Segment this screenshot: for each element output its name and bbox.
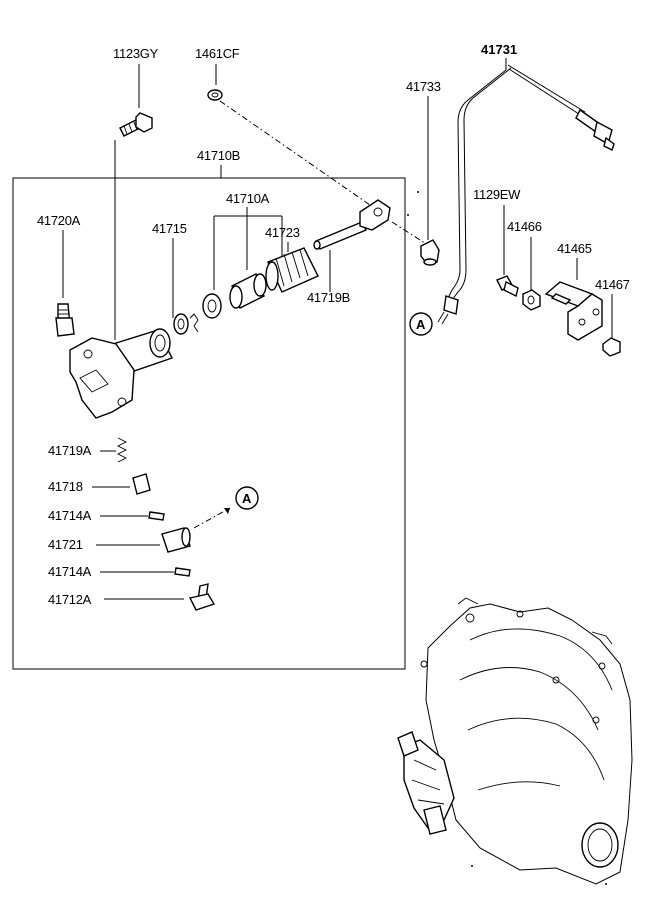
sleeve-41721 xyxy=(96,507,231,553)
seal-ring-41715 xyxy=(172,238,199,335)
label-41710B: 41710B xyxy=(197,148,240,163)
label-1123GY: 1123GY xyxy=(113,46,159,61)
label-41720A: 41720A xyxy=(37,213,81,228)
label-41714A-lower: 41714A xyxy=(48,564,92,579)
release-cylinder-body xyxy=(69,328,173,419)
label-41465: 41465 xyxy=(557,241,592,256)
label-41731: 41731 xyxy=(481,42,517,57)
label-41719B: 41719B xyxy=(307,290,350,305)
label-41719A: 41719A xyxy=(48,443,92,458)
label-41715: 41715 xyxy=(152,221,187,236)
assembly-frame-41710B xyxy=(12,165,419,670)
bolt-41712A xyxy=(104,583,216,611)
bleeder-cap-41733 xyxy=(420,96,440,266)
callout-a-hose-letter: A xyxy=(416,317,426,332)
pin-41714A-upper xyxy=(100,511,165,521)
clutch-hose-41731 xyxy=(437,58,615,325)
piston-cup xyxy=(202,293,222,319)
bolt-41467 xyxy=(602,294,621,357)
cap-41718 xyxy=(92,473,151,495)
pin-41714A-lower xyxy=(100,567,191,577)
callout-a-hose: A xyxy=(409,312,433,336)
label-41467: 41467 xyxy=(595,277,630,292)
bolt-1129EW xyxy=(496,205,519,298)
callout-a-sleeve: A xyxy=(235,486,259,510)
bleeder-screw-41720A xyxy=(55,230,75,337)
label-41733: 41733 xyxy=(406,79,441,94)
piston xyxy=(229,273,267,309)
label-41723: 41723 xyxy=(265,225,300,240)
label-41710A: 41710A xyxy=(226,191,270,206)
label-41466: 41466 xyxy=(507,219,542,234)
clip-1461CF xyxy=(207,64,371,206)
transmission-housing-illustration xyxy=(397,597,633,885)
bolt-1123GY xyxy=(114,64,153,340)
bracket-41465 xyxy=(544,258,603,341)
label-41718: 41718 xyxy=(48,479,83,494)
spring-41719A xyxy=(100,437,128,463)
kit-bracket-41710A xyxy=(213,207,283,290)
label-41721: 41721 xyxy=(48,537,83,552)
push-rod-41719B xyxy=(313,199,429,292)
nut-41466 xyxy=(522,237,541,311)
label-1129EW: 1129EW xyxy=(473,187,521,202)
callout-a-sleeve-letter: A xyxy=(242,491,252,506)
label-41712A: 41712A xyxy=(48,592,92,607)
label-41714A-upper: 41714A xyxy=(48,508,92,523)
label-1461CF: 1461CF xyxy=(195,46,240,61)
boot-41723 xyxy=(265,242,319,293)
